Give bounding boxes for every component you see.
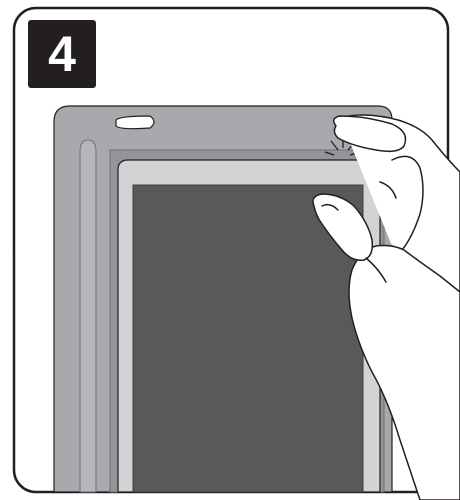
- step-number: 4: [48, 29, 76, 79]
- step-badge: 4: [28, 20, 96, 88]
- lanyard-slot: [116, 116, 154, 129]
